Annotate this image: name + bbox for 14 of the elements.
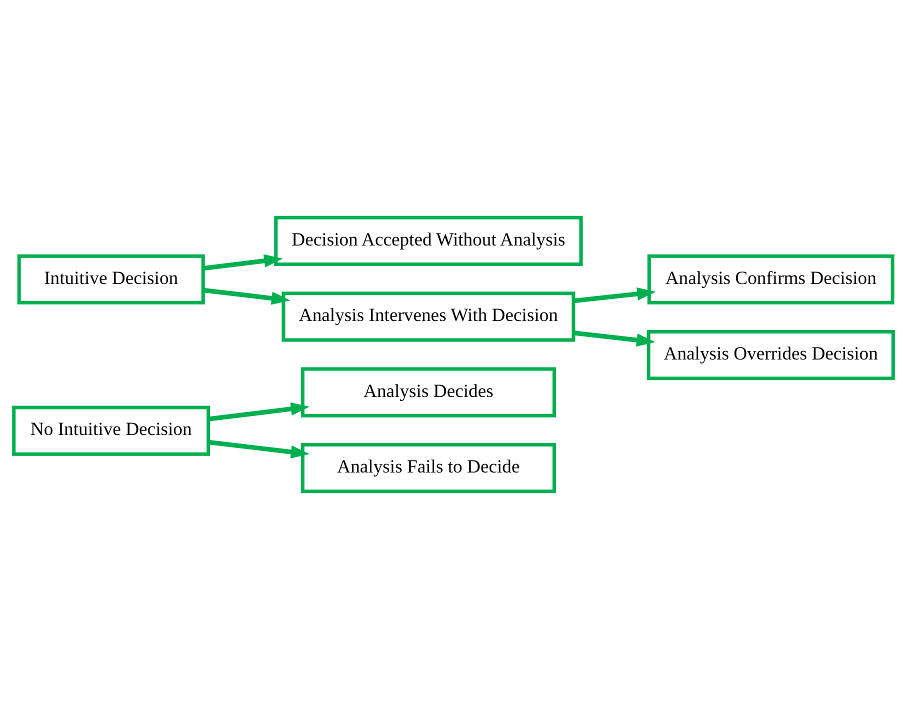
node-box: No Intuitive Decision [12,405,210,456]
node-box: Intuitive Decision [16,254,204,304]
node-box: Analysis Overrides Decision [646,330,894,380]
arrow [208,439,310,458]
arrow [202,254,282,270]
node-box: Analysis Fails to Decide [300,442,556,493]
arrow [202,287,290,304]
arrow [208,402,310,421]
arrow [573,286,656,303]
arrow [573,330,655,346]
node-box: Analysis Confirms Decision [646,254,894,304]
node-box: Decision Accepted Without Analysis [274,215,582,266]
node-box: Analysis Intervenes With Decision [281,291,575,342]
node-box: Analysis Decides [300,366,556,417]
